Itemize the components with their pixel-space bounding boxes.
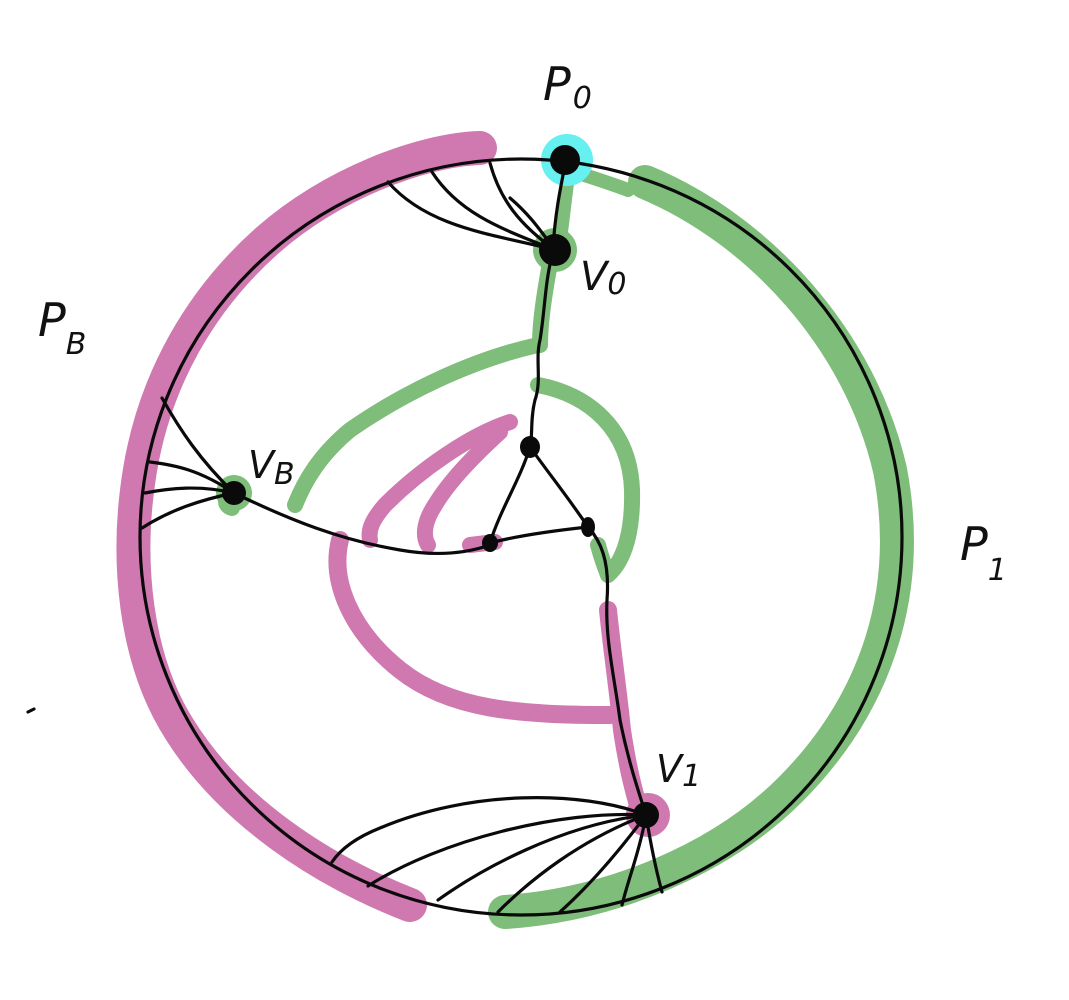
vb-fan-edges	[140, 396, 236, 530]
stray-mark	[26, 707, 36, 714]
vb-node	[222, 481, 246, 505]
highlight-layer	[116, 131, 914, 929]
v1-fan-edges	[330, 796, 664, 914]
v1-label: V1	[656, 747, 701, 794]
ink-layer	[26, 145, 904, 917]
p0-node	[550, 145, 580, 175]
v0-fan-edges	[386, 161, 557, 252]
spine-edge	[528, 250, 555, 449]
triangle-right-green-arc	[530, 377, 641, 583]
v0-label: V0	[580, 254, 626, 302]
v1-node	[633, 802, 659, 828]
p0-label: P0	[543, 57, 592, 116]
triangle-right-node	[581, 517, 595, 537]
triangle-left-node	[482, 534, 498, 552]
labels-layer: P0 PB P1 V0 VB V1	[38, 57, 1007, 794]
vb-triangle-edge	[232, 491, 492, 555]
v0-node	[539, 234, 571, 266]
pb-boundary-highlight	[116, 131, 497, 922]
triangle-edges	[488, 445, 590, 545]
p1-label: P1	[960, 517, 1007, 588]
pb-label: PB	[38, 293, 86, 362]
inner-magenta-arc-1	[361, 414, 518, 548]
outer-circle	[138, 157, 904, 917]
p1-boundary-highlight	[488, 165, 914, 929]
inner-magenta-loop	[328, 531, 654, 834]
triangle-v1-edge	[586, 525, 648, 817]
vb-label: VB	[248, 443, 295, 492]
triangle-top-node	[520, 436, 540, 458]
